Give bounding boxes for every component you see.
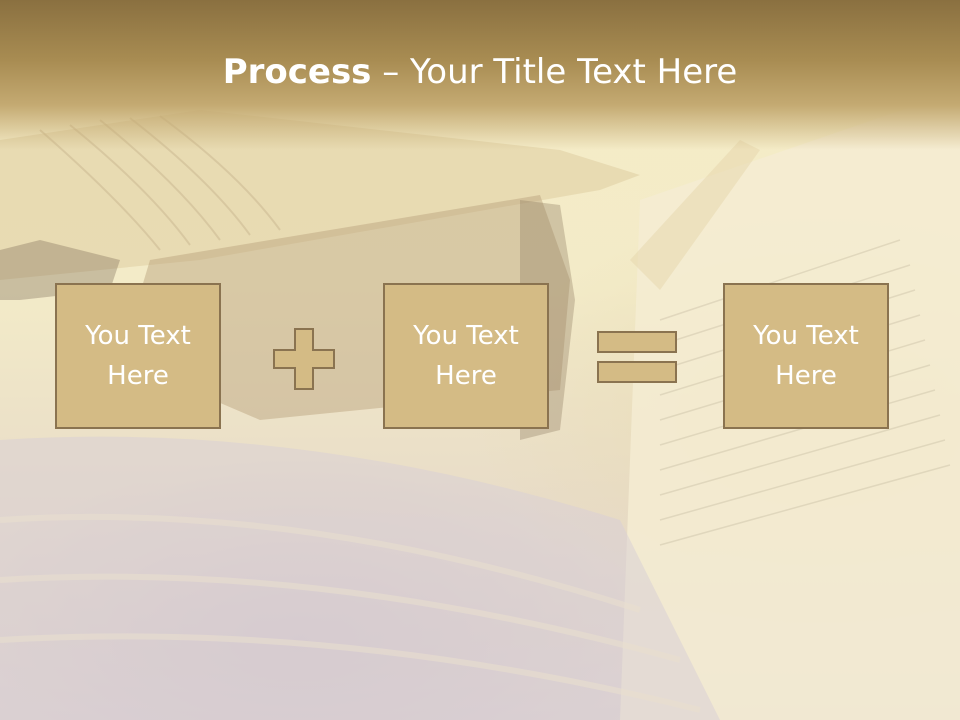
plus-icon	[273, 328, 335, 390]
process-box-1[interactable]: You Text Here	[55, 283, 221, 429]
equals-icon	[597, 331, 677, 383]
title-band	[0, 0, 960, 150]
title-rest-part: – Your Title Text Here	[371, 52, 738, 92]
process-box-1-text: You Text Here	[85, 321, 191, 391]
title-bold-part: Process	[222, 52, 372, 92]
process-box-3-text: You Text Here	[753, 321, 859, 391]
process-box-2-text: You Text Here	[413, 321, 519, 391]
process-box-3[interactable]: You Text Here	[723, 283, 889, 429]
slide-title: Process – Your Title Text Here	[0, 52, 960, 92]
process-box-2[interactable]: You Text Here	[383, 283, 549, 429]
